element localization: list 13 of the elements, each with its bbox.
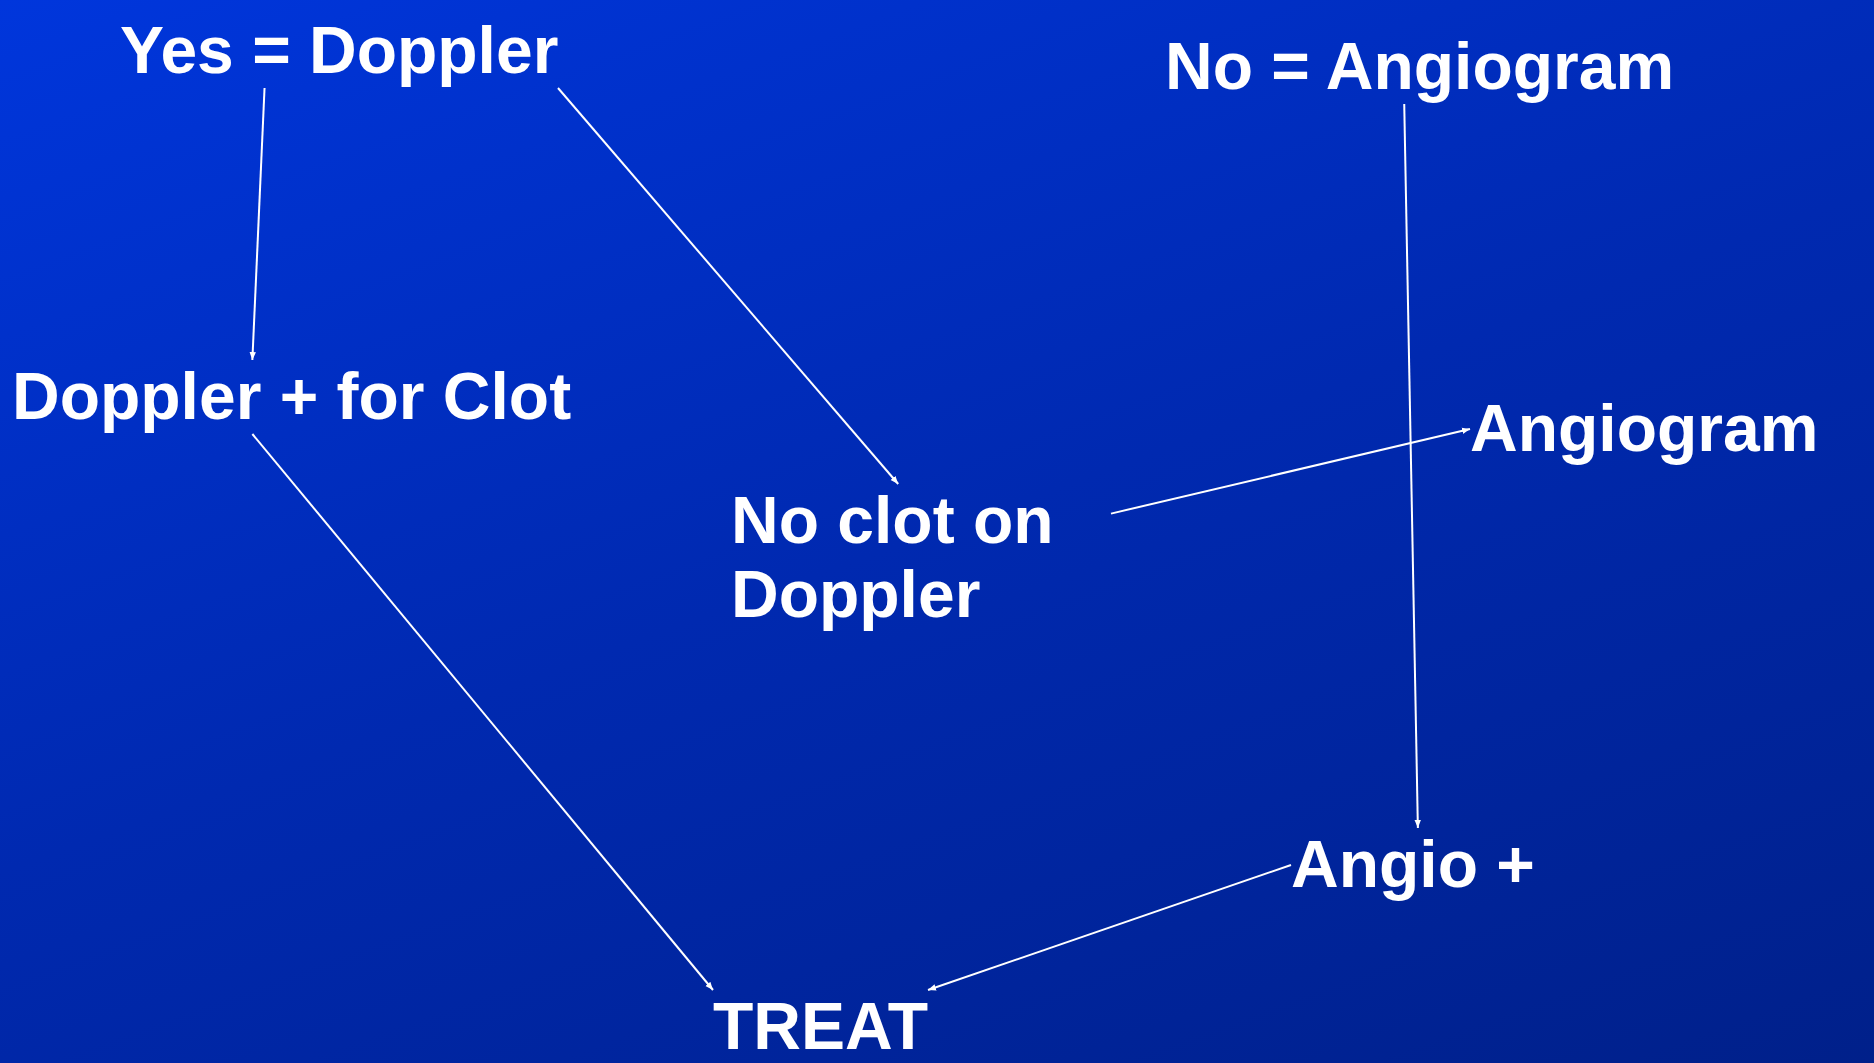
arrow (251, 433, 714, 991)
step-text: No clot on Doppler (731, 484, 1111, 632)
step-text: No = Angiogram (1165, 30, 1675, 104)
arrow (927, 864, 1292, 991)
arrow (557, 87, 900, 485)
step-text: Angio + (1291, 828, 1535, 902)
arrow (249, 87, 266, 361)
arrow (1110, 427, 1471, 515)
step-text: Yes = Doppler (120, 14, 559, 88)
step-text: Angiogram (1470, 392, 1819, 466)
arrow (1403, 103, 1421, 829)
step-text: TREAT (713, 990, 929, 1063)
step-text: Doppler + for Clot (12, 360, 572, 434)
